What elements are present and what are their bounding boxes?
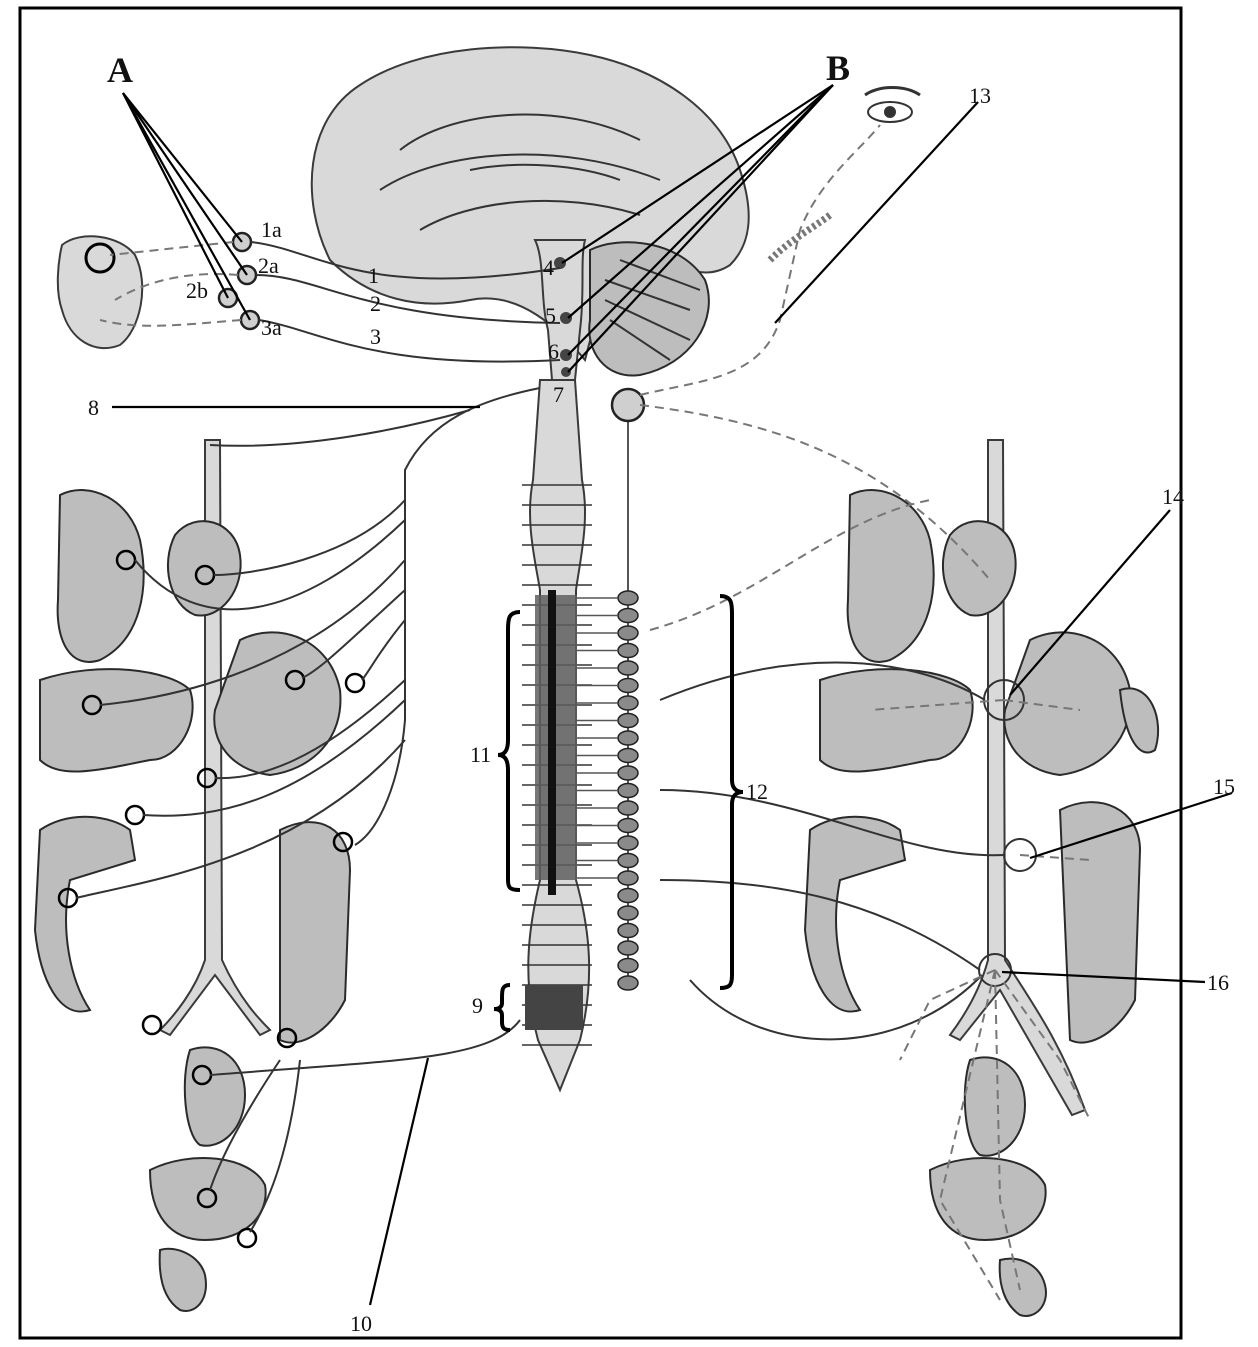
- chain-ganglion: [618, 644, 638, 658]
- label-ganglion-1a: 1a: [261, 217, 282, 242]
- nucleus-7-dot: [561, 367, 571, 377]
- label-13: 13: [969, 83, 991, 108]
- chain-ganglion: [618, 749, 638, 763]
- chain-ganglion: [618, 941, 638, 955]
- label-8: 8: [88, 395, 99, 420]
- chain-ganglion: [618, 696, 638, 710]
- label-ganglion-2b: 2b: [186, 278, 208, 303]
- sacral-segment: [525, 985, 583, 1030]
- chain-ganglion: [618, 819, 638, 833]
- descending-colon-left: [280, 822, 350, 1042]
- label-group-b: B: [826, 48, 850, 88]
- superior-cervical-ganglion: [612, 389, 644, 421]
- label-nucleus-5: 5: [545, 303, 556, 328]
- label-nucleus-6: 6: [548, 339, 559, 364]
- label-nucleus-4: 4: [543, 255, 554, 280]
- chain-ganglion: [618, 626, 638, 640]
- label-ganglion-3a: 3a: [261, 315, 282, 340]
- label-group-a: A: [107, 50, 133, 90]
- chain-ganglion: [618, 766, 638, 780]
- label-nucleus-7: 7: [553, 382, 564, 407]
- label-16: 16: [1207, 970, 1229, 995]
- chain-ganglion: [618, 679, 638, 693]
- chain-ganglion: [618, 854, 638, 868]
- label-12: 12: [746, 779, 768, 804]
- label-9: 9: [472, 993, 483, 1018]
- label-ganglion-2a: 2a: [258, 253, 279, 278]
- lateral-horn-column: [548, 590, 556, 895]
- chain-ganglion: [618, 924, 638, 938]
- chain-ganglion: [618, 889, 638, 903]
- chain-ganglion: [618, 661, 638, 675]
- chain-ganglion: [618, 731, 638, 745]
- label-14: 14: [1162, 484, 1184, 509]
- chain-ganglion: [618, 801, 638, 815]
- label-15: 15: [1213, 774, 1235, 799]
- chain-ganglion: [618, 976, 638, 990]
- nucleus-6-dot: [560, 349, 572, 361]
- label-nerve-3: 3: [370, 324, 381, 349]
- label-10: 10: [350, 1311, 372, 1336]
- label-11: 11: [470, 742, 491, 767]
- chain-ganglion: [618, 784, 638, 798]
- nucleus-5-dot: [560, 312, 572, 324]
- label-nerve-1: 1: [368, 263, 379, 288]
- label-nerve-2: 2: [370, 291, 381, 316]
- nucleus-4-dot: [554, 257, 566, 269]
- descending-colon-right: [1060, 802, 1140, 1042]
- chain-ganglion: [618, 609, 638, 623]
- chain-ganglion: [618, 714, 638, 728]
- chain-ganglion: [618, 836, 638, 850]
- chain-ganglion: [618, 591, 638, 605]
- chain-ganglion: [618, 871, 638, 885]
- chain-ganglion: [618, 959, 638, 973]
- chain-ganglion: [618, 906, 638, 920]
